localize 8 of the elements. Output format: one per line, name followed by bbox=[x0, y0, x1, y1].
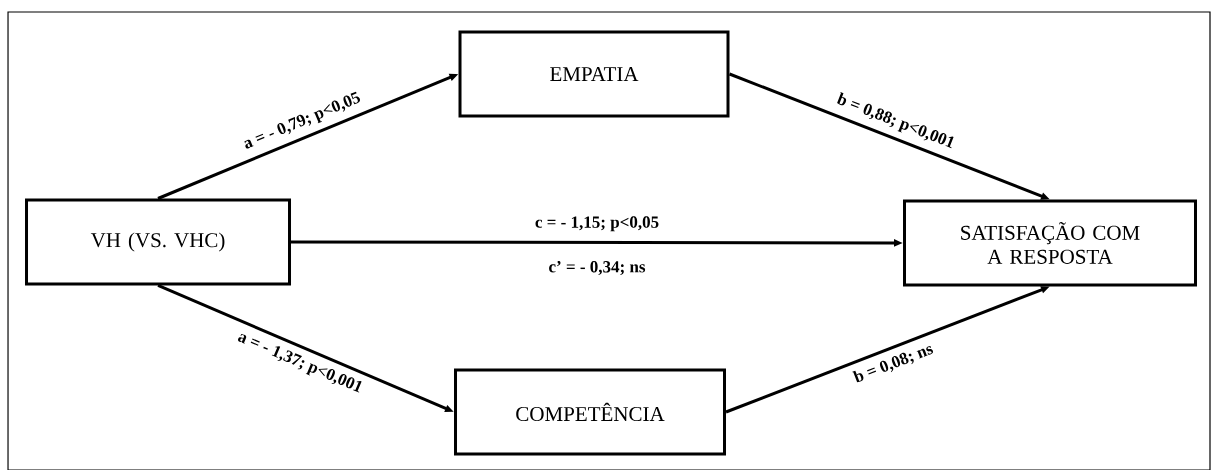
variable-box: VH (VS. VHC) bbox=[25, 198, 291, 286]
variable-box: COMPETÊNCIA bbox=[454, 368, 726, 456]
variable-box: SATISFAÇÃO COM A RESPOSTA bbox=[903, 199, 1197, 287]
path-coefficient: c’ = - 0,34; ns bbox=[549, 261, 646, 275]
path-coefficient: b = 0,88; p<0,001 bbox=[833, 90, 958, 154]
path-coefficient: b = 0,08; ns bbox=[850, 340, 937, 387]
variable-box: EMPATIA bbox=[458, 30, 730, 118]
path-coefficient: c = - 1,15; p<0,05 bbox=[533, 215, 661, 233]
